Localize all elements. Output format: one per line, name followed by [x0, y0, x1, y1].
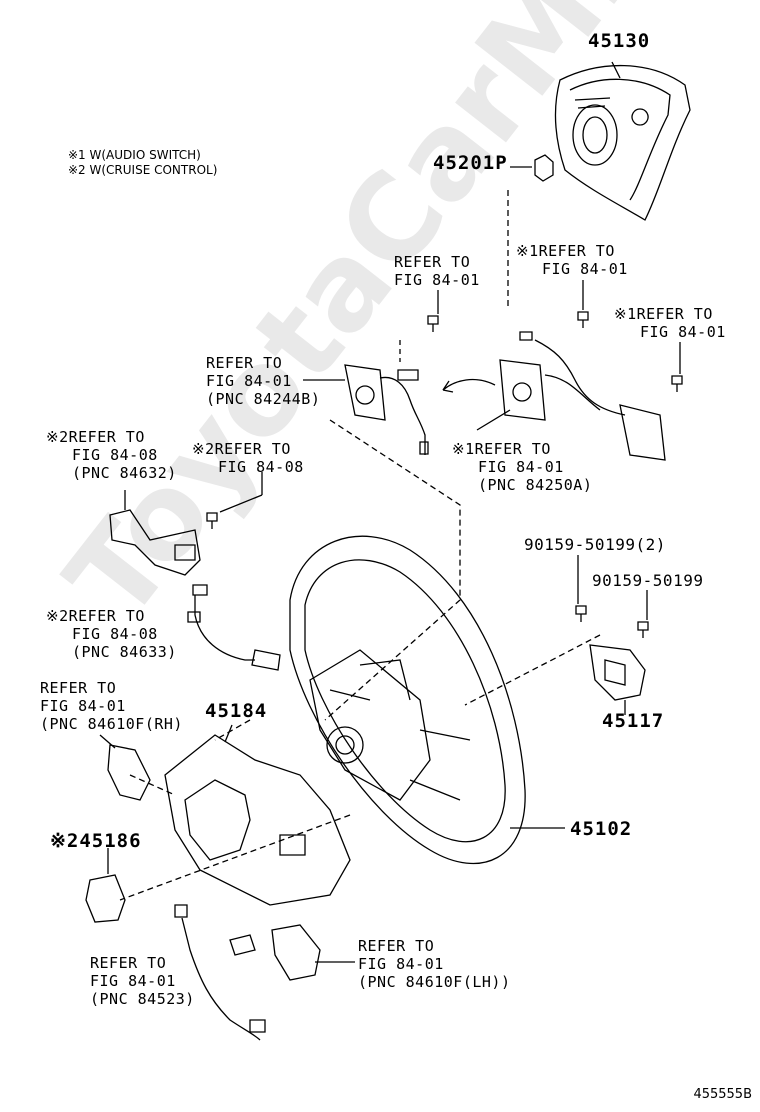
part-45186-drawing [85, 848, 126, 923]
legend-notes: ※1 W(AUDIO SWITCH) ※2 W(CRUISE CONTROL) [68, 148, 217, 178]
switch-rh-drawing [99, 734, 151, 801]
nut-45201p-drawing [510, 154, 554, 182]
assembly-lines [119, 419, 601, 901]
spiral-cable-left-drawing [303, 340, 429, 455]
part-number-45117: 45117 [602, 710, 665, 732]
cover-45184-drawing [164, 724, 351, 906]
part-number-45184: 45184 [205, 700, 268, 722]
note-2: ※2 W(CRUISE CONTROL) [68, 163, 218, 177]
bolt-label-b: 90159-50199 [592, 571, 704, 590]
steering-wheel-drawing [289, 535, 565, 865]
part-number-45130: 45130 [588, 30, 651, 52]
part-number-45201p: 45201P [433, 152, 508, 174]
cover-45117-drawing [589, 644, 646, 715]
figure-id: 455555B [693, 1087, 752, 1102]
spiral-cable-right-drawing [476, 331, 666, 461]
bolt-label-a: 90159-50199(2) [524, 535, 666, 554]
harness-84523-drawing [174, 904, 266, 1041]
harness-84633-drawing [187, 595, 281, 671]
note-1: ※1 W(AUDIO SWITCH) [68, 148, 201, 162]
switch-lh-drawing [271, 924, 355, 981]
part-number-45102: 45102 [570, 818, 633, 840]
part-number-45186: ※245186 [50, 830, 142, 852]
airbag-45130-drawing [554, 61, 691, 221]
cruise-switch-drawing [109, 490, 208, 596]
screw-drawings [206, 280, 683, 638]
